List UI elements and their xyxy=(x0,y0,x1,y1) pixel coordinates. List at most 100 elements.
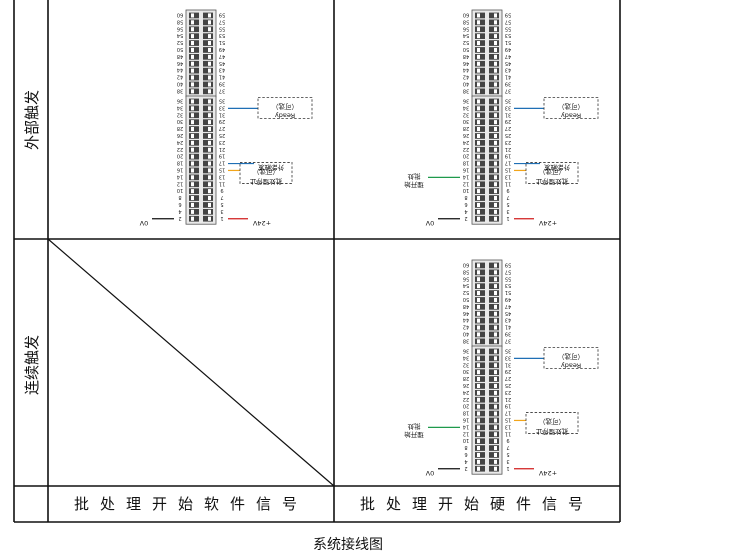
pin-slot xyxy=(477,418,480,423)
batch-start-label-part: 批处 xyxy=(407,172,421,181)
pin-number-label: 41 xyxy=(505,74,511,80)
pin-slot xyxy=(494,133,497,138)
pin-number-label: 60 xyxy=(177,12,183,18)
ready-label: Ready xyxy=(561,361,581,369)
pin-number-label: 37 xyxy=(505,87,511,93)
pin-number-label: 10 xyxy=(177,187,183,193)
pin-slot xyxy=(208,161,211,166)
pin-number-label: 53 xyxy=(505,32,511,38)
pin-slot xyxy=(494,377,497,382)
pin-slot xyxy=(477,452,480,457)
pin-slot xyxy=(494,270,497,275)
pin-number-label: 11 xyxy=(505,180,511,186)
zero-v-label: 0V xyxy=(425,469,434,477)
pin-number-label: 22 xyxy=(177,146,183,152)
pin-number-label: 15 xyxy=(505,417,511,423)
pin-number-label: 28 xyxy=(463,375,469,381)
pin-number-label: 33 xyxy=(219,104,225,110)
pin-number-label: 9 xyxy=(506,187,509,193)
pin-slot xyxy=(477,99,480,104)
pin-slot xyxy=(208,113,211,118)
figure-caption: 系统接线图 xyxy=(313,536,383,553)
pin-slot xyxy=(494,404,497,409)
pin-slot xyxy=(477,202,480,207)
pin-number-label: 40 xyxy=(463,81,469,87)
pin-slot xyxy=(191,147,194,152)
pin-slot xyxy=(477,370,480,375)
pin-number-label: 9 xyxy=(220,187,223,193)
pin-slot xyxy=(191,41,194,46)
pin-number-label: 13 xyxy=(505,173,511,179)
pin-slot xyxy=(477,47,480,52)
pin-slot xyxy=(494,446,497,451)
pin-slot xyxy=(208,27,211,32)
pin-slot xyxy=(494,47,497,52)
pin-number-label: 31 xyxy=(219,111,225,117)
pin-number-label: 21 xyxy=(505,146,511,152)
pin-number-label: 42 xyxy=(463,324,469,330)
pin-number-label: 30 xyxy=(177,118,183,124)
pin-number-label: 18 xyxy=(177,160,183,166)
pin-number-label: 40 xyxy=(463,331,469,337)
pin-slot xyxy=(208,216,211,221)
pin-slot xyxy=(477,311,480,316)
pin-number-label: 34 xyxy=(463,354,469,360)
pin-slot xyxy=(208,182,211,187)
pin-slot xyxy=(477,356,480,361)
pin-slot xyxy=(494,106,497,111)
pin-slot xyxy=(477,439,480,444)
pin-number-label: 11 xyxy=(505,430,511,436)
pin-slot xyxy=(191,99,194,104)
pin-number-label: 27 xyxy=(219,125,225,131)
pin-slot xyxy=(494,209,497,214)
pin-number-label: 40 xyxy=(177,81,183,87)
empty-cell-diagonal xyxy=(47,238,335,487)
pin-slot xyxy=(208,47,211,52)
pin-slot xyxy=(494,20,497,25)
batch-start-label-part: 理开始 xyxy=(404,430,424,439)
pin-slot xyxy=(208,168,211,173)
pin-slot xyxy=(477,297,480,302)
pin-slot xyxy=(494,411,497,416)
pin-number-label: 46 xyxy=(463,60,469,66)
ready-optional-label: （可选） xyxy=(558,102,584,111)
pin-number-label: 36 xyxy=(463,98,469,104)
pin-number-label: 15 xyxy=(505,167,511,173)
pin-slot xyxy=(494,189,497,194)
pin-number-label: 54 xyxy=(463,282,469,288)
pin-number-label: 8 xyxy=(464,444,467,450)
pin-slot xyxy=(208,89,211,94)
pin-slot xyxy=(477,147,480,152)
ready-label: Ready xyxy=(275,111,295,119)
pin-number-label: 27 xyxy=(505,375,511,381)
pin-number-label: 56 xyxy=(463,25,469,31)
pin-slot xyxy=(477,27,480,32)
pin-number-label: 50 xyxy=(463,296,469,302)
pin-slot xyxy=(494,147,497,152)
pin-slot xyxy=(191,140,194,145)
batch-stop-optional-box xyxy=(239,162,293,184)
pin-number-label: 47 xyxy=(505,303,511,309)
pin-slot xyxy=(191,89,194,94)
pin-slot xyxy=(191,127,194,132)
pin-number-label: 3 xyxy=(506,208,509,214)
pin-number-label: 52 xyxy=(177,39,183,45)
pin-number-label: 34 xyxy=(463,104,469,110)
pin-number-label: 4 xyxy=(464,458,467,464)
pin-slot xyxy=(477,349,480,354)
pin-number-label: 28 xyxy=(463,125,469,131)
pin-number-label: 44 xyxy=(463,317,469,323)
pin-slot xyxy=(191,106,194,111)
pin-slot xyxy=(208,133,211,138)
pin-slot xyxy=(494,297,497,302)
pin-number-label: 10 xyxy=(463,437,469,443)
pin-slot xyxy=(494,89,497,94)
pin-number-label: 26 xyxy=(463,382,469,388)
pin-slot xyxy=(494,452,497,457)
pin-slot xyxy=(208,99,211,104)
pin-number-label: 57 xyxy=(505,18,511,24)
pin-number-label: 25 xyxy=(219,132,225,138)
pin-number-label: 34 xyxy=(177,104,183,110)
